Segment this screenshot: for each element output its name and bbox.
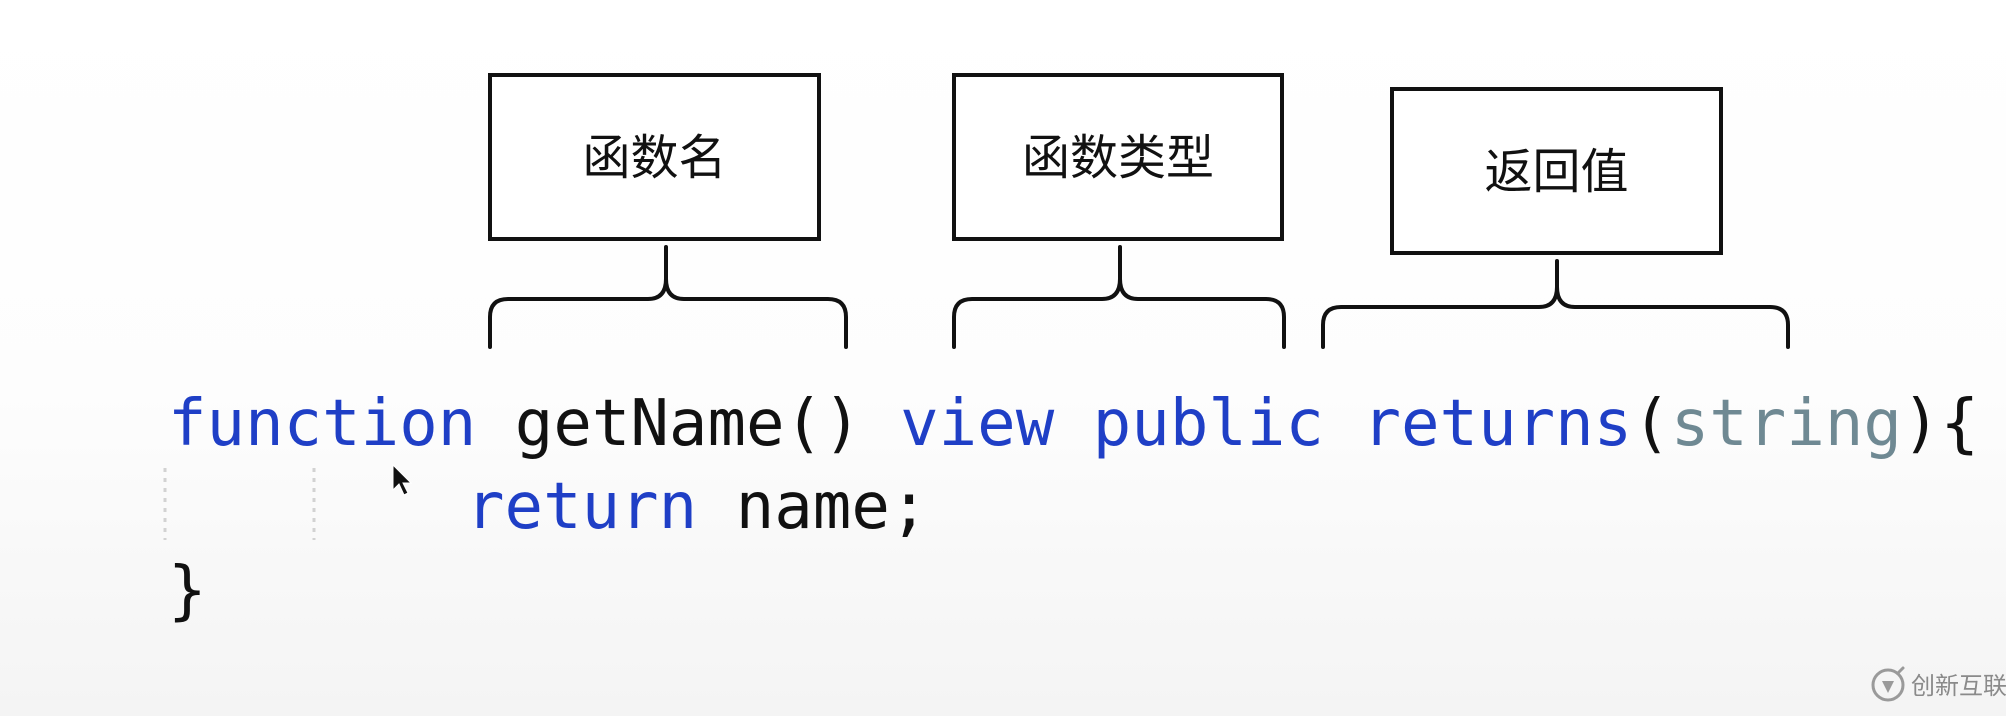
code-block: function getName() view public returns(s… [168, 387, 1979, 628]
keyword-function: function [168, 387, 476, 461]
type-string-token: string [1671, 387, 1902, 461]
watermark-text: 创新互联 [1911, 672, 2006, 700]
brace-function-name [488, 245, 848, 349]
label-text-return-value: 返回值 [1484, 144, 1628, 200]
paren-close-brace-token: ){ [1902, 387, 1979, 461]
label-box-return-value [1390, 87, 1723, 255]
code-line-2: return name; [466, 470, 928, 544]
label-text-function-type: 函数类型 [1022, 130, 1214, 186]
label-text-function-name: 函数名 [582, 130, 726, 186]
brand-logo-icon [1871, 666, 1905, 702]
keyword-return: return [466, 470, 697, 544]
label-function-name: 函数名 [488, 73, 821, 241]
watermark: 创新互联 [1871, 666, 2006, 702]
keyword-returns: returns [1362, 387, 1632, 461]
brace-return-value [1321, 259, 1790, 349]
code-line-3: } [168, 554, 207, 628]
return-value-token: name; [736, 470, 929, 544]
keyword-public: public [1093, 387, 1324, 461]
mouse-pointer-icon [392, 463, 413, 496]
code-line-1: function getName() view public returns(s… [168, 387, 1979, 461]
label-box-function-type [952, 73, 1284, 241]
function-name-token: getName() [515, 387, 862, 461]
label-box-function-name [488, 73, 821, 241]
brace-function-type [952, 245, 1286, 349]
label-function-type: 函数类型 [952, 73, 1284, 241]
label-return-value: 返回值 [1390, 87, 1723, 255]
paren-open-token: ( [1632, 387, 1671, 461]
keyword-view: view [900, 387, 1055, 461]
